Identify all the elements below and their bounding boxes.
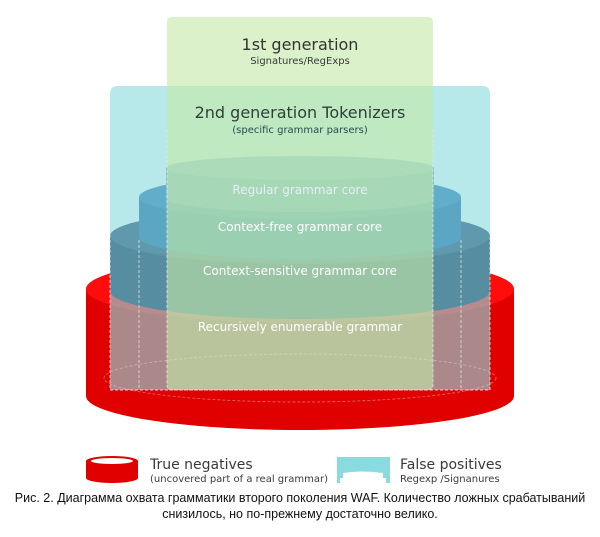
layer-label-regular: Regular grammar core	[232, 183, 367, 197]
red-cylinder-icon	[86, 456, 138, 483]
figure-caption: Рис. 2. Диаграмма охвата грамматики втор…	[0, 490, 600, 522]
caption-line-1: Рис. 2. Диаграмма охвата грамматики втор…	[14, 491, 586, 505]
second-generation-subtitle: (specific grammar parsers)	[232, 125, 368, 136]
legend-true-negatives-title: True negatives	[149, 457, 253, 473]
dashed-outlines	[103, 130, 497, 403]
second-generation-outline	[109, 230, 491, 391]
first-generation-title: 1st generation	[242, 35, 359, 54]
legend-false-positives-title: False positives	[400, 457, 502, 473]
layer-label-context-free: Context-free grammar core	[218, 220, 382, 234]
legend-true-negatives: True negatives (uncovered part of a real…	[86, 456, 328, 485]
bottom-dashed-ellipse	[103, 353, 497, 403]
first-generation-subtitle: Signatures/RegExps	[250, 56, 350, 67]
first-generation-area	[167, 17, 433, 390]
caption-line-2: снизилось, но по-прежнему достаточно вел…	[162, 507, 438, 521]
cyan-bracket-icon	[337, 457, 390, 483]
second-generation-title: 2nd generation Tokenizers	[195, 103, 406, 122]
layer-label-context-sensitive: Context-sensitive grammar core	[203, 264, 397, 278]
legend-false-positives: False positives Regexp /Signanures	[337, 457, 502, 485]
legend-false-positives-subtitle: Regexp /Signanures	[400, 474, 500, 485]
layer-label-recursively-enumerable: Recursively enumerable grammar	[198, 320, 402, 334]
first-generation-region	[167, 17, 433, 390]
legend-true-negatives-subtitle: (uncovered part of a real grammar)	[150, 474, 328, 485]
